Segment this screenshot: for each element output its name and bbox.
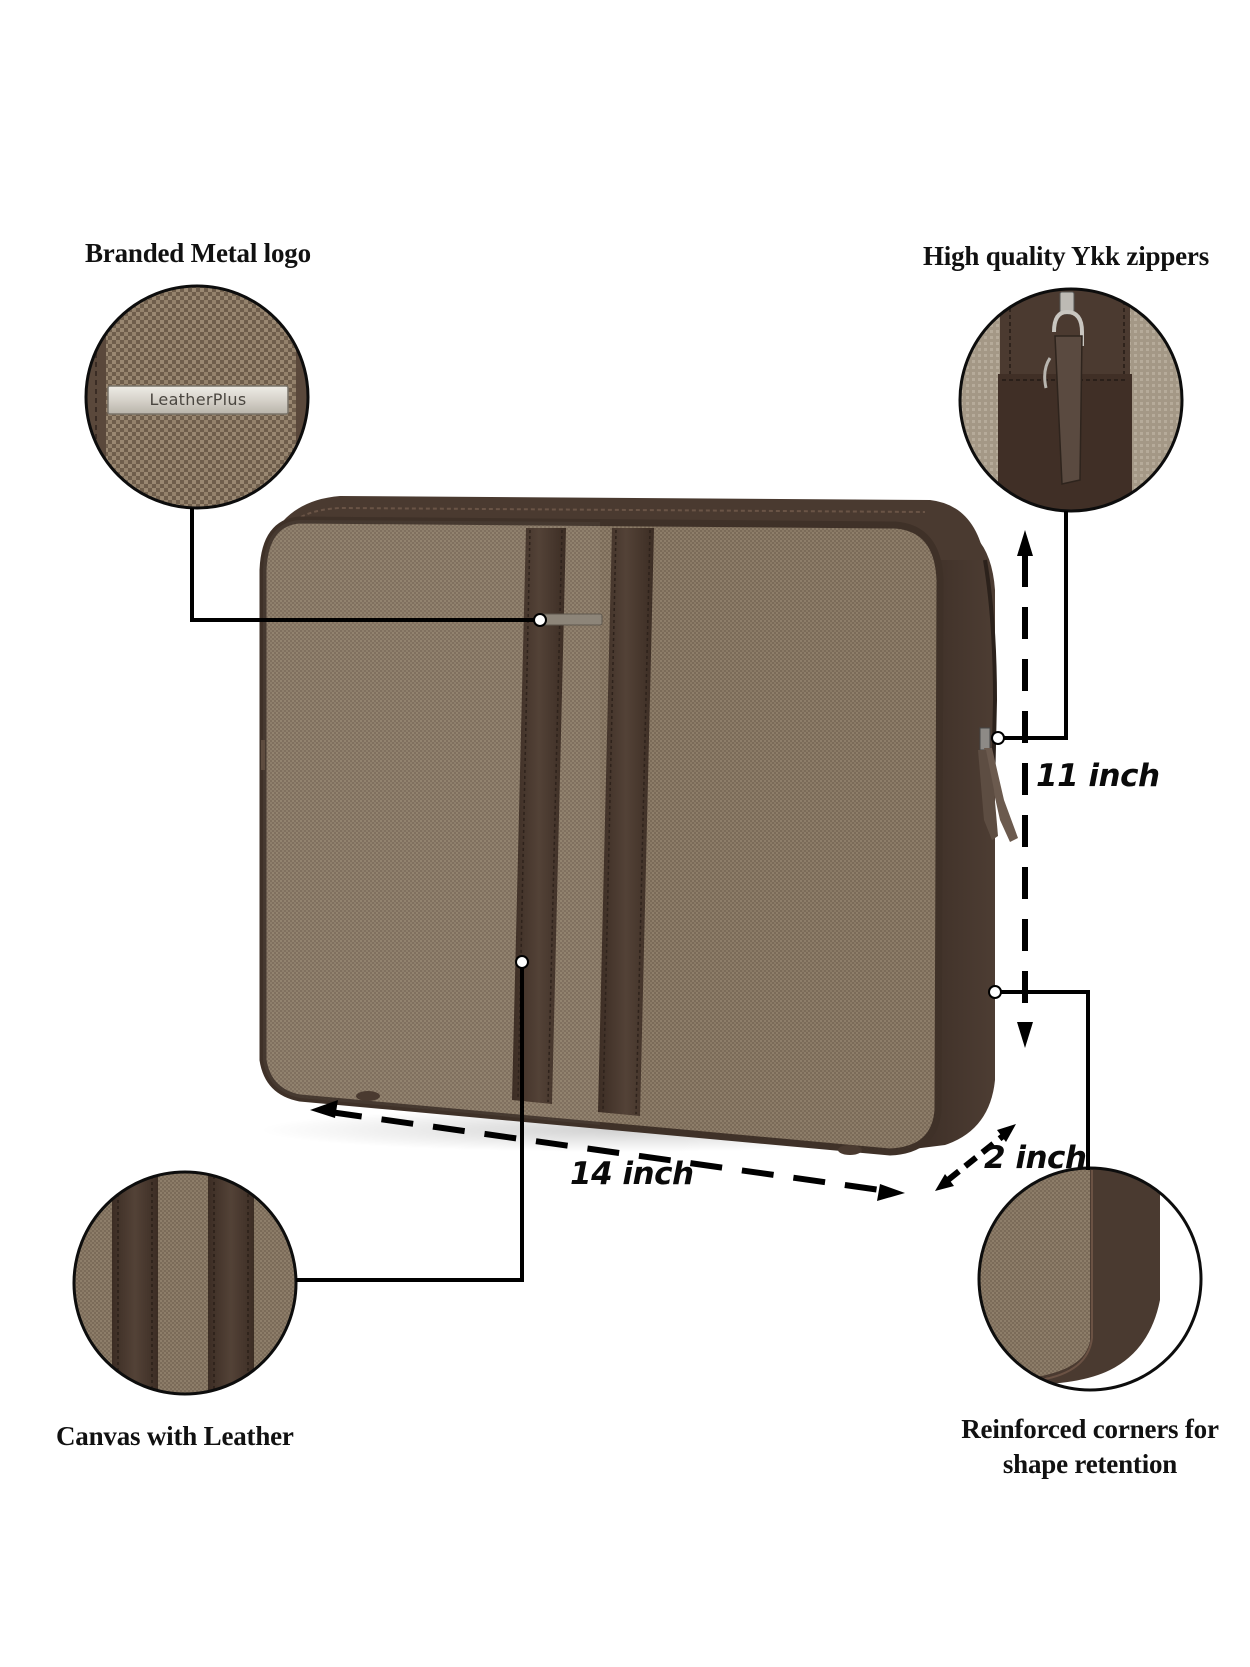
dimension-depth-label: 2 inch (984, 1140, 1087, 1176)
leader-line-canvas-leather (296, 962, 524, 1282)
leader-line-metal-logo (190, 508, 538, 622)
height-arrow-down (1017, 1022, 1033, 1048)
label-ykk-zippers: High quality Ykk zippers (923, 241, 1210, 271)
leader-line-zippers (1000, 511, 1068, 740)
label-reinforced-corners: Reinforced corners for shape retention (925, 1412, 1250, 1482)
depth-dimension-line (946, 1133, 1005, 1183)
width-dimension-line (329, 1109, 881, 1193)
dot-zippers (991, 731, 1005, 745)
laptop-sleeve-bag (259, 496, 1018, 1156)
label-reinforced-corners-line2: shape retention (1002, 1449, 1178, 1479)
leader-dots (515, 613, 1005, 999)
depth-arrow-up (997, 1124, 1016, 1142)
dimension-height-label: 11 inch (1036, 758, 1160, 794)
height-arrow-up (1017, 530, 1033, 556)
bag-metal-logo-plate (541, 613, 603, 626)
dimension-width-label: 14 inch (570, 1156, 694, 1192)
dot-corners (988, 985, 1002, 999)
callout-zippers-circle (958, 287, 1184, 513)
width-arrow-right (877, 1184, 905, 1201)
dot-metal-logo (533, 613, 547, 627)
dimension-arrows (310, 530, 1033, 1201)
zipper-pulls (978, 727, 1018, 842)
width-arrow-left (310, 1100, 338, 1118)
dot-canvas-leather (515, 955, 529, 969)
depth-arrow-down (935, 1174, 954, 1191)
label-canvas-with-leather: Canvas with Leather (56, 1421, 294, 1451)
callout-canvas-leather-circle (72, 1170, 298, 1396)
metal-logo-brand-text: LeatherPlus (149, 390, 247, 409)
callout-corners-circle (977, 1166, 1203, 1392)
label-reinforced-corners-line1: Reinforced corners for (961, 1414, 1219, 1444)
label-branded-metal-logo: Branded Metal logo (85, 238, 311, 268)
leather-stripes (512, 528, 654, 1116)
